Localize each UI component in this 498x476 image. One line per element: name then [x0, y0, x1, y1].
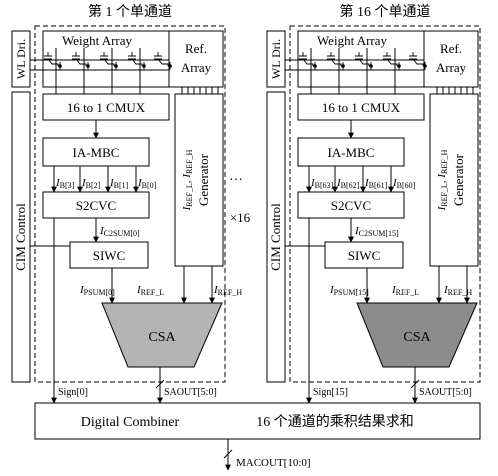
ref-array-block [423, 30, 479, 88]
multiplier-label: ×16 [230, 210, 251, 225]
channel-16 [266, 25, 481, 404]
generator-label: Generator [451, 153, 466, 206]
iambc-block [42, 137, 150, 167]
iref-h-current: IREF_H [443, 284, 472, 297]
digital-combiner-label: Digital Combiner [81, 415, 180, 430]
ellipsis: … [229, 169, 243, 184]
ref-array-label-line2: Array [181, 60, 212, 75]
cim-control-block [11, 91, 31, 383]
csa-label: CSA [148, 330, 176, 345]
iref-h-current: IREF_H [213, 284, 242, 297]
ref-array-label-line2: Array [436, 60, 467, 75]
iambc-label: IA-MBC [328, 145, 375, 160]
siwc-block [69, 241, 149, 269]
ref-array-label-line1: Ref. [440, 41, 462, 56]
siwc-label: SIWC [348, 248, 381, 263]
psum-current: IPSUM[15] [329, 284, 369, 297]
iref-l-current: IREF_L [136, 284, 164, 297]
memory-cell [383, 52, 401, 70]
bit-current-0: IB[63] [310, 177, 334, 190]
digital-combiner-block [34, 402, 481, 440]
ref-generator-block [174, 93, 224, 267]
channel-16-boundary [289, 25, 481, 383]
bit-current-2: IB[1] [109, 177, 129, 190]
wl-driver-label: WL Dri. [14, 39, 28, 79]
channel-1 [11, 25, 226, 404]
memory-cell [327, 52, 345, 70]
bit-current-3: IB[60] [392, 177, 416, 190]
cmux-block [297, 93, 425, 121]
s2cvc-block [297, 191, 405, 219]
channel-16-title: 第 16 个单通道 [340, 3, 431, 20]
memory-cell [72, 52, 90, 70]
ref-array-label-line1: Ref. [185, 41, 207, 56]
sign-label: Sign[15] [313, 387, 348, 398]
c2sum-current: IC2SUM[15] [354, 225, 399, 238]
weight-array-block [297, 30, 425, 88]
cmux-block [42, 93, 170, 121]
ref-array-block [168, 30, 224, 88]
cmux-label: 16 to 1 CMUX [322, 100, 401, 115]
iambc-label: IA-MBC [73, 145, 120, 160]
svg-text:IREF_L, IREF_H: IREF_L, IREF_H [436, 149, 449, 211]
csa-block-channel-16 [356, 302, 478, 368]
memory-cell [355, 52, 373, 70]
psum-current: IPSUM[0] [79, 284, 115, 297]
csa-label: CSA [403, 330, 431, 345]
generator-iref-label: IREF_L, IREF_H [436, 149, 449, 211]
c2sum-current: IC2SUM[0] [99, 225, 140, 238]
cim-control-label: CIM Control [13, 203, 28, 271]
s2cvc-block [42, 191, 150, 219]
memory-cell [128, 52, 146, 70]
macout-label: MACOUT[10:0] [236, 457, 311, 469]
cim-control-block [266, 91, 286, 383]
svg-text:IREF_L, IREF_H: IREF_L, IREF_H [181, 149, 194, 211]
weight-array-label: Weight Array [62, 33, 133, 48]
cim-control-label: CIM Control [268, 203, 283, 271]
generator-label: Generator [196, 153, 211, 206]
wl-driver-label: WL Dri. [269, 39, 283, 79]
wl-driver-block [266, 30, 286, 88]
memory-cell [44, 52, 62, 70]
iref-l-current: IREF_L [391, 284, 419, 297]
combiner-description: 16 个通道的乘积结果求和 [256, 414, 414, 430]
ref-generator-block [429, 93, 479, 267]
s2cvc-label: S2CVC [331, 198, 371, 213]
bit-current-1: IB[2] [81, 177, 101, 190]
iambc-block [297, 137, 405, 167]
siwc-label: SIWC [93, 248, 126, 263]
saout-label: SAOUT[5:0] [419, 387, 472, 398]
bit-current-0: IB[3] [55, 177, 75, 190]
channel-1-boundary [34, 25, 226, 383]
channel-1-title: 第 1 个单通道 [88, 3, 172, 20]
s2cvc-label: S2CVC [76, 198, 116, 213]
wl-driver-block [11, 30, 31, 88]
memory-cell [154, 52, 172, 70]
sign-label: Sign[0] [58, 387, 88, 398]
bit-current-2: IB[61] [364, 177, 388, 190]
bit-current-1: IB[62] [336, 177, 360, 190]
generator-iref-label: IREF_L, IREF_H [181, 149, 194, 211]
bit-current-3: IB[0] [137, 177, 157, 190]
memory-cell [100, 52, 118, 70]
csa-block-channel-1 [101, 302, 223, 368]
weight-array-label: Weight Array [317, 33, 388, 48]
saout-label: SAOUT[5:0] [164, 387, 217, 398]
cmux-label: 16 to 1 CMUX [67, 100, 146, 115]
memory-cell [409, 52, 427, 70]
memory-cell [299, 52, 317, 70]
siwc-block [324, 241, 404, 269]
